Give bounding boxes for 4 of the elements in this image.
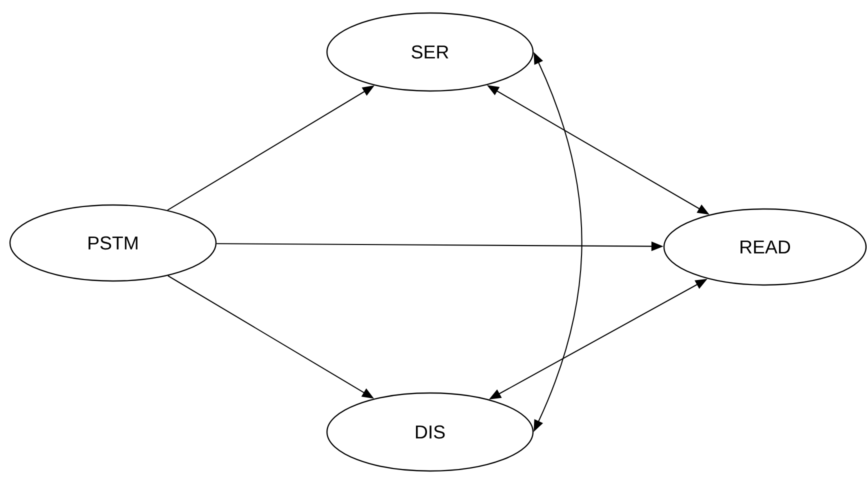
ellipse-node: SER — [326, 12, 534, 92]
ellipse-node: PSTM — [9, 204, 217, 282]
ellipse-node: READ — [663, 208, 867, 286]
ellipse-node: DIS — [326, 392, 534, 472]
